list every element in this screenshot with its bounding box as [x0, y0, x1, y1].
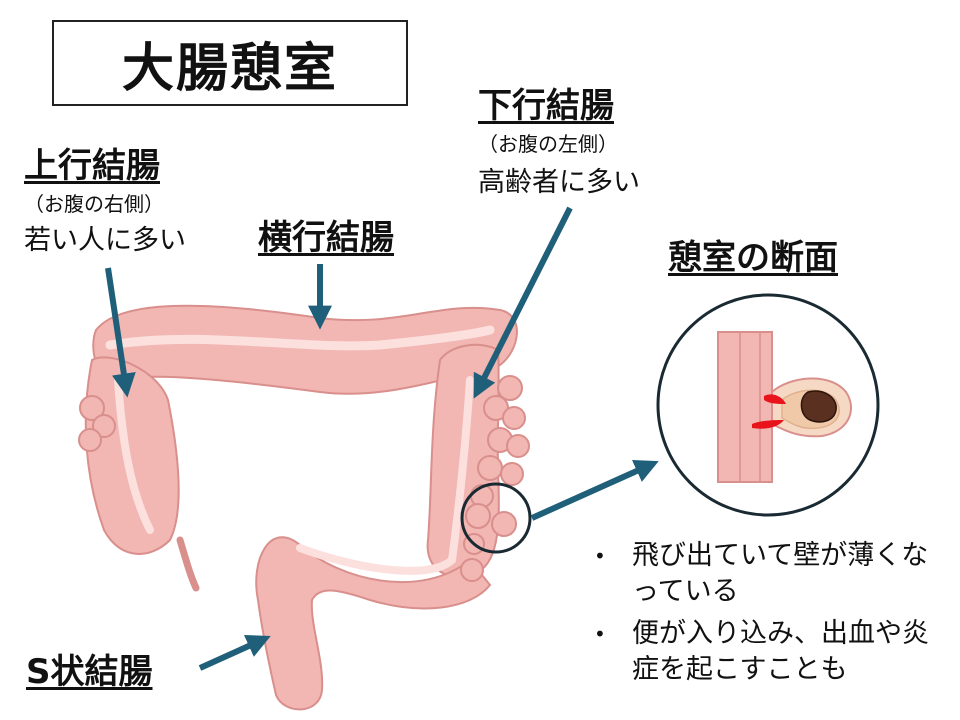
- label-descending-colon: 下行結腸: [478, 86, 614, 126]
- bleeding-mark: [752, 420, 784, 429]
- diverticulum: [465, 503, 491, 529]
- colon-highlight: [105, 325, 495, 351]
- diverticula-highlight-circle: [460, 482, 532, 554]
- diverticulum: [491, 511, 517, 537]
- note-item: 便が入り込み、出血や炎症を起こすことも: [592, 616, 952, 688]
- diverticulum: [500, 462, 524, 486]
- note-item: 飛び出ていて壁が薄くなっている: [592, 538, 952, 610]
- appendix: [176, 536, 200, 592]
- arrow-descending: [473, 206, 573, 399]
- diverticulum: [506, 434, 530, 458]
- label-ascending-note: 若い人に多い: [24, 225, 186, 256]
- arrow-ascending: [105, 267, 136, 398]
- bleeding-mark: [764, 394, 786, 404]
- diverticulum: [92, 414, 116, 438]
- diverticulum: [78, 428, 102, 452]
- fecal-stone: [800, 390, 837, 423]
- label-ascending-colon: 上行結腸: [24, 146, 160, 186]
- label-sigmoid-colon: S状結腸: [26, 652, 153, 692]
- diverticulum: [502, 406, 526, 430]
- label-transverse-colon: 横行結腸: [258, 218, 394, 258]
- diverticulum-notes: 飛び出ていて壁が薄くなっている 便が入り込み、出血や炎症を起こすことも: [592, 538, 952, 694]
- label-descending-location: （お腹の左側）: [478, 132, 618, 156]
- arrow-sigmoid: [198, 634, 271, 671]
- cross-section-view: [656, 293, 880, 517]
- colon-highlight-ascending: [114, 376, 154, 534]
- page-title: 大腸憩室: [121, 38, 338, 99]
- diverticulum: [477, 455, 503, 481]
- label-ascending-location: （お腹の右側）: [24, 192, 164, 216]
- diverticulum: [497, 375, 523, 401]
- ascending-colon: [84, 356, 180, 555]
- arrow-cross-section: [530, 459, 659, 521]
- colon-highlight-descending: [296, 376, 474, 575]
- label-descending-note: 高齢者に多い: [478, 167, 640, 198]
- diverticulum: [79, 395, 105, 421]
- label-cross-section: 憩室の断面: [668, 238, 838, 278]
- large-intestine: [78, 304, 530, 711]
- title-box: 大腸憩室: [52, 20, 408, 106]
- diverticulum: [460, 558, 484, 582]
